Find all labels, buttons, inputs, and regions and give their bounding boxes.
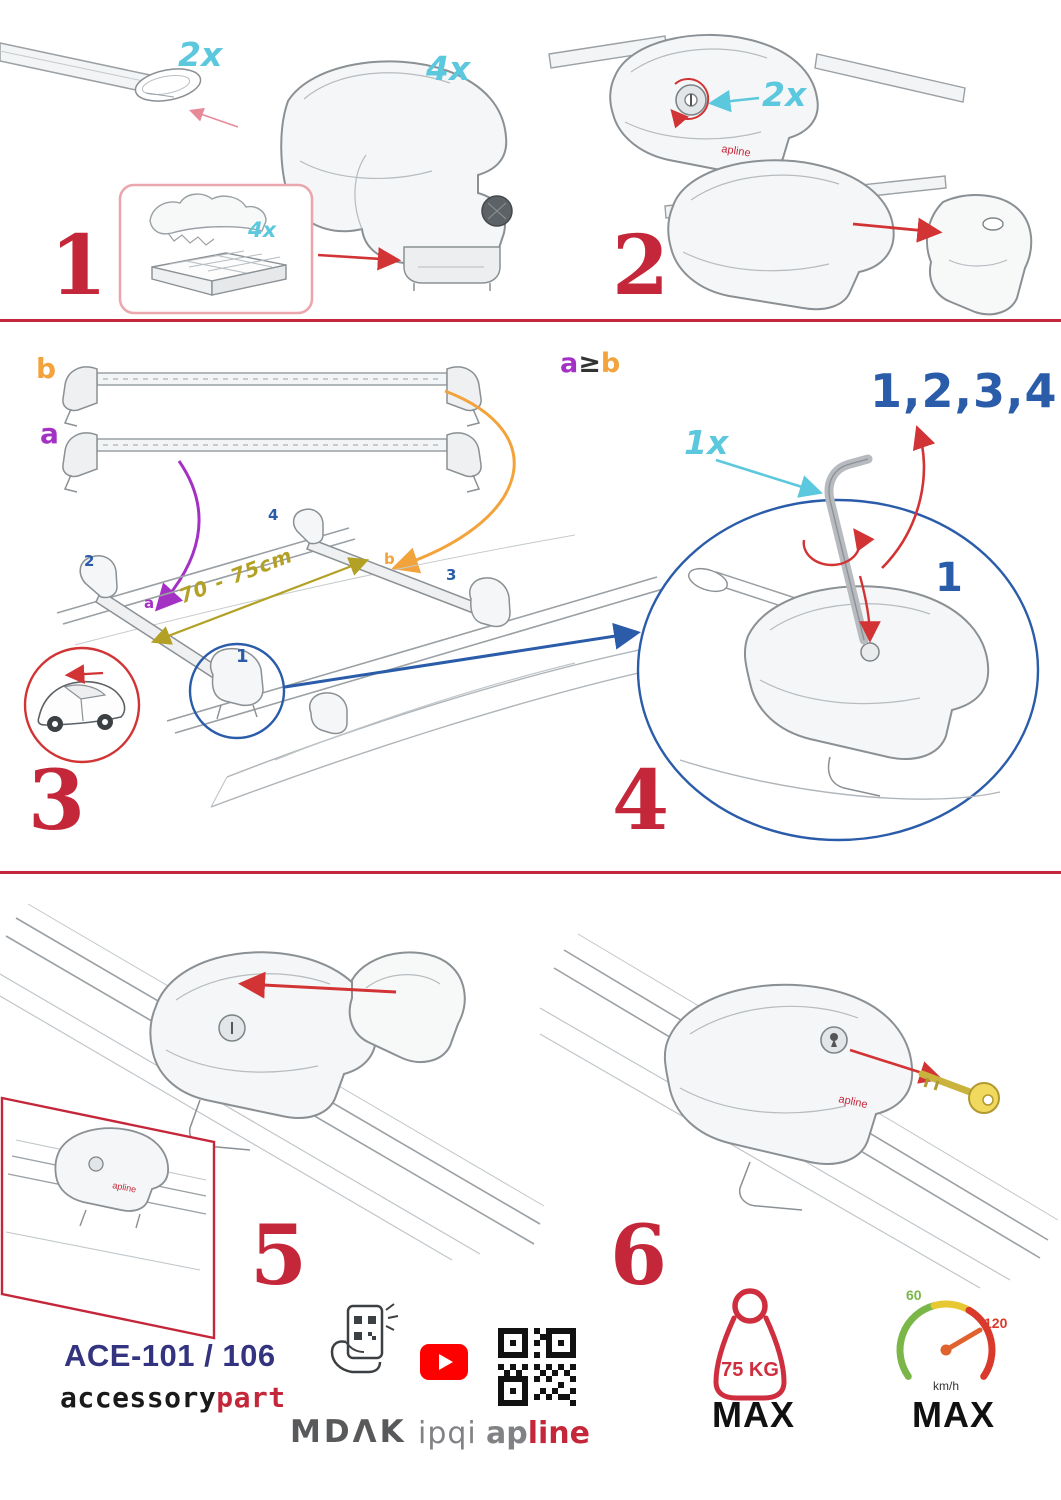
- condition-operator: ≥: [578, 348, 601, 379]
- condition-a: a: [560, 348, 579, 379]
- end-cap: [926, 194, 1033, 316]
- product-logo-text: apline: [112, 1180, 137, 1194]
- step-5-number: 5: [250, 1208, 308, 1304]
- rubber-pad: [151, 250, 287, 296]
- tighten-sequence: 1,2,3,4: [870, 364, 1058, 418]
- lower-foot-assembly: [664, 159, 1033, 316]
- rubber-pad-inset: [118, 183, 314, 315]
- product-logo-text: apline: [721, 143, 752, 159]
- condition-b: b: [600, 348, 621, 379]
- zoomed-foot: [679, 567, 1001, 800]
- qty-locks-label: 2x: [762, 75, 807, 114]
- qty-key-label: 1x: [684, 423, 729, 462]
- foot-with-cover: [149, 951, 466, 1151]
- first-position-number: 1: [935, 555, 963, 601]
- roof-bar-b-label: b: [384, 550, 395, 568]
- step4-illustration: [636, 425, 1040, 842]
- key-qty-arrow: [715, 458, 823, 498]
- step-2-number: 2: [612, 218, 670, 314]
- detail-inset: apline: [0, 1096, 216, 1340]
- crossbar-b-assembly: [62, 366, 482, 427]
- clamp-foot: [280, 60, 513, 291]
- bar-b-label: b: [36, 352, 57, 385]
- speed-min: 60: [906, 1287, 922, 1303]
- speed-max-label: MAX: [912, 1394, 995, 1435]
- speedometer-icon: 60 120 km/h: [896, 1287, 1008, 1393]
- weight-value: 75 KG: [721, 1359, 779, 1381]
- roof-pos-2: 2: [84, 552, 95, 570]
- roof-scene: [56, 508, 666, 808]
- roof-pos-3: 3: [446, 566, 457, 584]
- step2-illustration: apline: [548, 33, 1033, 316]
- brand-logo: accessorypart: [60, 1381, 286, 1414]
- step-6-number: 6: [610, 1208, 668, 1304]
- key-icon: [918, 1070, 1000, 1114]
- upper-foot-assembly: apline: [548, 33, 966, 177]
- attach-cap-arrow: [852, 217, 943, 243]
- product-logo-text: apline: [837, 1093, 868, 1111]
- sequence-arrow: [881, 425, 936, 569]
- step-4-number: 4: [612, 753, 670, 849]
- speed-unit: km/h: [933, 1379, 959, 1393]
- step1-illustration: [0, 42, 513, 315]
- section-divider-2: [0, 871, 1061, 874]
- rotate-key-arrow: [802, 528, 875, 567]
- zoom-pointer-arrow: [284, 622, 641, 689]
- brand-accessory: accessory: [60, 1381, 217, 1414]
- brand-part: part: [216, 1381, 286, 1414]
- product-model: ACE-101 / 106: [64, 1338, 276, 1373]
- section-divider-1: [0, 319, 1061, 322]
- step6-illustration: apline: [539, 933, 1059, 1289]
- roof-pos-4: 4: [268, 506, 279, 524]
- car-front-arrow: [64, 664, 104, 684]
- weight-max-label: MAX: [712, 1394, 795, 1435]
- step5-illustration: apline: [0, 903, 545, 1340]
- logo-ap: ap: [486, 1416, 528, 1451]
- logo-apline: apline: [486, 1416, 590, 1451]
- cover-piece: [348, 951, 466, 1063]
- insert-pad-arrow: [317, 247, 402, 271]
- speed-max-value: 120: [984, 1315, 1008, 1331]
- crossbar-profile: [0, 42, 202, 102]
- qr-code-icon: [498, 1328, 576, 1406]
- step3-illustration: [23, 366, 666, 808]
- logo-mdak: MDΛK: [290, 1414, 407, 1450]
- needle: [943, 1327, 983, 1353]
- roof-rail-lines: [539, 933, 1059, 1289]
- qty-crossbars-label: 2x: [178, 35, 223, 74]
- lock-qty-arrow: [708, 89, 760, 113]
- logo-line: line: [527, 1416, 590, 1451]
- scan-phone-icon: [330, 1303, 399, 1374]
- step-3-number: 3: [28, 753, 86, 849]
- logo-ipqi: ipqi: [418, 1416, 477, 1451]
- bar-distance-arrow: [150, 557, 370, 645]
- tighten-bolt-arrow: [858, 575, 881, 643]
- locked-foot: apline: [663, 983, 914, 1211]
- slide-cover-arrow: [238, 971, 397, 999]
- step-1-number: 1: [50, 218, 108, 314]
- qty-feet-label: 4x: [426, 49, 471, 88]
- bar-pointer-arrow: [188, 107, 239, 128]
- foot-highlight-circle: [188, 642, 286, 740]
- roof-pos-1: 1: [236, 646, 249, 667]
- roof-bar-a-label: a: [144, 594, 155, 612]
- youtube-icon: [420, 1344, 468, 1380]
- adjustment-bolt: [860, 642, 880, 662]
- bar-a-label: a: [40, 417, 59, 450]
- crossbar-a-assembly: [62, 432, 482, 493]
- bar-b-position-arrow: [391, 389, 516, 574]
- qty-pads-label: 4x: [248, 218, 277, 242]
- spacing-condition: a≥b: [560, 350, 620, 377]
- car-direction-inset: [23, 646, 141, 764]
- max-weight-icon: 75 KG: [713, 1288, 787, 1401]
- roof-rail-lines: [0, 903, 545, 1261]
